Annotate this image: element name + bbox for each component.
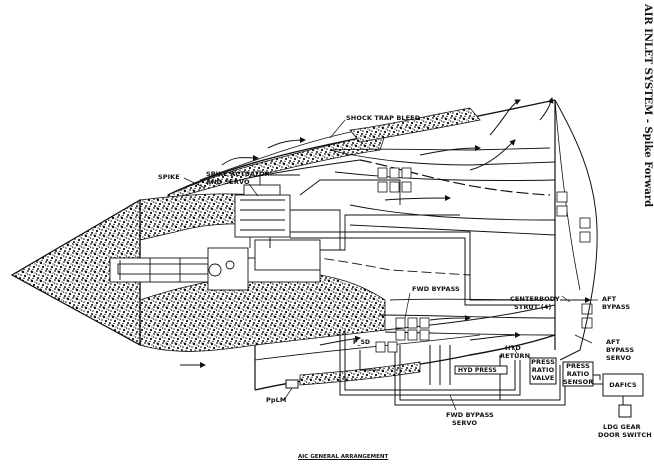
label-dafics: DAFICS	[609, 381, 637, 389]
label-spike-actuator-1: SPIKE ACTUATOR	[206, 170, 270, 178]
rear-fairing	[554, 99, 598, 361]
label-aft-servo-1: AFT	[606, 338, 621, 346]
speckled-structure	[11, 107, 481, 386]
label-aft-servo-2: BYPASS	[606, 346, 635, 354]
leader-lines	[183, 119, 598, 411]
bypass-doors	[375, 167, 593, 353]
label-centerbody-1: CENTERBODY	[510, 295, 560, 303]
label-centerbody-2: STRUT (4)	[514, 303, 552, 311]
label-ratio-sensor-2: RATIO	[566, 370, 590, 378]
label-hyd-return-2: RETURN	[500, 352, 531, 360]
label-fwd-bypass: FWD BYPASS	[412, 285, 460, 293]
airflow-arrows	[180, 97, 591, 368]
pplm-box	[285, 379, 299, 389]
label-hyd-press: HYD PRESS	[458, 367, 497, 374]
label-ldg-gear-2: DOOR SWITCH	[598, 431, 652, 439]
components	[285, 357, 644, 418]
label-fwd-bypass-servo-1: FWD BYPASS	[446, 411, 494, 419]
upper-lip-mass	[167, 134, 386, 201]
label-pplm: PpLM	[266, 396, 287, 404]
label-aft-bypass-2: BYPASS	[602, 303, 631, 311]
label-ratio-valve-1: PRESS	[531, 358, 555, 366]
label-psd: P_SD	[353, 339, 371, 346]
label-ratio-sensor-3: SENSOR	[563, 378, 594, 386]
label-spike-actuator-2: AND SERVO	[206, 178, 250, 186]
label-ratio-valve-3: VALVE	[531, 374, 555, 382]
press-ratio-sensor-box	[562, 361, 594, 387]
label-shock-trap-bleed: SHOCK TRAP BLEED	[346, 114, 421, 122]
ldg-gear-switch	[618, 404, 632, 418]
label-ratio-sensor-1: PRESS	[566, 362, 590, 370]
label-ldg-gear-1: LDG GEAR	[603, 423, 641, 431]
label-aft-bypass-1: AFT	[602, 295, 617, 303]
inlet-duct	[254, 147, 556, 336]
label-fwd-bypass-servo-2: SERVO	[452, 419, 478, 427]
spike-actuator	[109, 170, 460, 291]
side-title: AIR INLET SYSTEM - Spike Forward	[642, 4, 653, 208]
caption: AIC GENERAL ARRANGEMENT	[298, 454, 389, 460]
label-hyd-return-1: HYD	[505, 344, 521, 352]
label-aft-servo-3: SERVO	[606, 354, 632, 362]
press-ratio-valve-box	[529, 357, 557, 385]
label-spike: SPIKE	[158, 173, 180, 181]
label-ratio-valve-2: RATIO	[531, 366, 555, 374]
